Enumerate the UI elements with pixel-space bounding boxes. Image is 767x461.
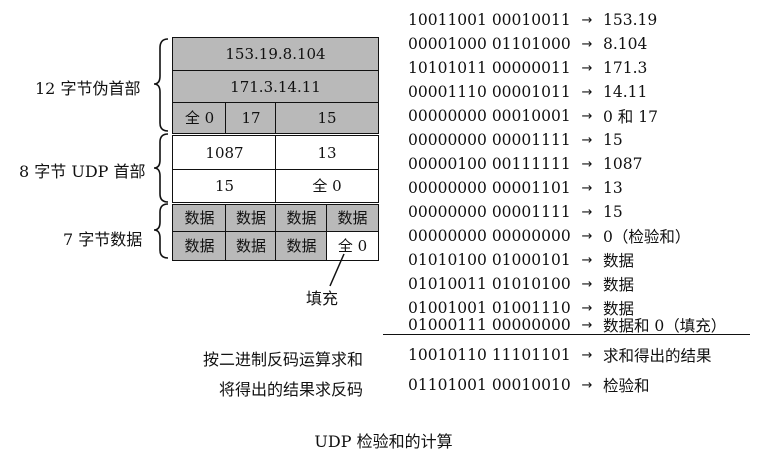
padding-label: 填充 [306, 289, 339, 308]
result: 0 和 17 [603, 108, 658, 126]
pseudo-header-label: 12 字节伪首部 [35, 79, 141, 98]
arrow: → [581, 132, 593, 148]
udp-header-brace [153, 133, 169, 203]
bits: 00000000 00010001 [408, 107, 571, 125]
result: 13 [603, 179, 623, 197]
arrow: → [581, 108, 593, 124]
bits: 00000000 00001111 [408, 131, 571, 149]
checksum-label: 将得出的结果求反码 [219, 380, 364, 399]
braces [153, 38, 169, 259]
arrow: → [581, 252, 593, 268]
data-cell-4: 数据 [326, 204, 379, 233]
calc-row: 00000000 00010001 → 0 和 17 [408, 104, 658, 128]
data-label: 7 字节数据 [63, 230, 143, 249]
sum-divider-line [383, 334, 750, 335]
calc-row: 10011001 00010011 → 153.19 [408, 8, 657, 32]
data-cell-3: 数据 [275, 204, 328, 233]
result: 检验和 [603, 377, 650, 395]
bits: 00001000 01101000 [408, 35, 571, 53]
pseudo-header-brace [153, 38, 169, 132]
checksum-row: 01101001 00010010 → 检验和 [408, 373, 650, 397]
bits: 01010100 01000101 [408, 251, 571, 269]
zero-cell: 全 0 [172, 102, 227, 134]
src-port-cell: 1087 [172, 135, 277, 171]
calc-row: 00001000 01101000 → 8.104 [408, 32, 647, 56]
result: 数据 [603, 252, 635, 270]
pseudo-length-cell: 15 [275, 102, 379, 134]
padding-cell: 全 0 [326, 231, 379, 261]
bits: 10010110 11101101 [408, 346, 571, 364]
bits: 00000000 00001111 [408, 203, 571, 221]
bits: 01101001 00010010 [408, 376, 571, 394]
arrow: → [581, 180, 593, 196]
calc-row: 01010100 01000101 → 数据 [408, 248, 634, 272]
result: 14.11 [603, 83, 648, 101]
bits: 10101011 00000011 [408, 59, 571, 77]
data-cell-6: 数据 [225, 231, 277, 261]
protocol-cell: 17 [225, 102, 277, 134]
result: 15 [603, 203, 623, 221]
arrow: → [581, 347, 593, 363]
calc-row: 10101011 00000011 → 171.3 [408, 56, 647, 80]
bits: 10011001 00010011 [408, 11, 571, 29]
arrow: → [581, 377, 593, 393]
result: 171.3 [603, 59, 648, 77]
bits: 00000000 00000000 [408, 227, 571, 245]
arrow: → [581, 60, 593, 76]
bits: 00000000 00001101 [408, 179, 571, 197]
calc-row: 01000111 00000000 → 数据和 0（填充） [408, 313, 726, 337]
bits: 00000100 00111111 [408, 155, 571, 173]
padding-pointer [329, 253, 345, 287]
bits: 01000111 00000000 [408, 316, 571, 334]
figure-caption: UDP 检验和的计算 [314, 432, 453, 451]
result: 0（检验和） [603, 228, 691, 246]
udp-header-label: 8 字节 UDP 首部 [19, 162, 146, 181]
arrow: → [581, 204, 593, 220]
data-cell-2: 数据 [225, 204, 277, 233]
sum-row: 10010110 11101101 → 求和得出的结果 [408, 343, 712, 367]
udp-length-cell: 15 [172, 169, 277, 203]
calc-row: 00000000 00001111 → 15 [408, 200, 623, 224]
arrow: → [581, 228, 593, 244]
sum-label: 按二进制反码运算求和 [203, 350, 364, 369]
arrow: → [581, 36, 593, 52]
result: 8.104 [603, 35, 648, 53]
calc-row: 00000100 00111111 → 1087 [408, 152, 642, 176]
arrow: → [581, 317, 593, 333]
result: 15 [603, 131, 623, 149]
result: 153.19 [603, 11, 658, 29]
calc-row: 00000000 00000000 → 0（检验和） [408, 224, 690, 248]
calc-row: 01001001 01001110 → 数据 [408, 296, 634, 320]
arrow: → [581, 276, 593, 292]
bits: 00001110 00001011 [408, 83, 571, 101]
data-brace [153, 203, 169, 259]
data-cell-5: 数据 [172, 231, 227, 261]
arrow: → [581, 156, 593, 172]
arrow: → [581, 300, 593, 316]
result: 数据 [603, 276, 635, 294]
arrow: → [581, 12, 593, 28]
checksum-cell: 全 0 [275, 169, 379, 203]
result: 数据和 0（填充） [603, 317, 727, 335]
src-ip-cell: 153.19.8.104 [172, 37, 379, 72]
data-cell-1: 数据 [172, 204, 227, 233]
bits: 01010011 01010100 [408, 275, 571, 293]
result: 求和得出的结果 [603, 347, 712, 365]
dst-port-cell: 13 [275, 135, 379, 171]
result: 1087 [603, 155, 643, 173]
arrow: → [581, 84, 593, 100]
data-cell-7: 数据 [275, 231, 328, 261]
result: 数据 [603, 300, 635, 318]
bits: 01001001 01001110 [408, 299, 571, 317]
calc-row: 01010011 01010100 → 数据 [408, 272, 634, 296]
calc-row: 00000000 00001101 → 13 [408, 176, 623, 200]
calc-row: 00001110 00001011 → 14.11 [408, 80, 647, 104]
calc-row: 00000000 00001111 → 15 [408, 128, 623, 152]
dst-ip-cell: 171.3.14.11 [172, 70, 379, 104]
